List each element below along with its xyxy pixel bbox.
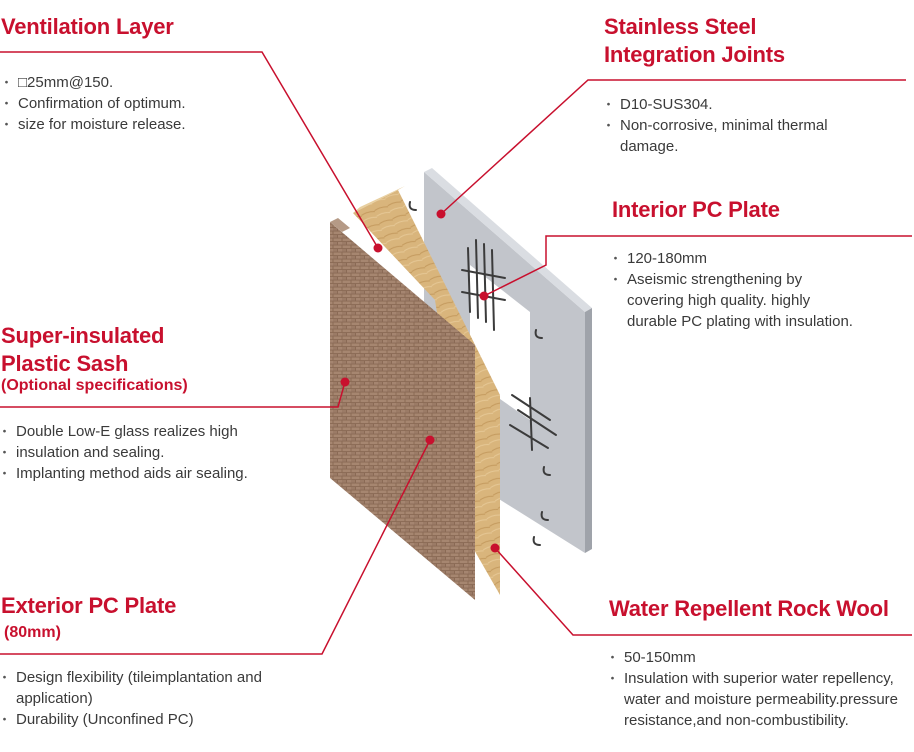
- exterior-plate-subtitle: (80mm): [4, 624, 61, 641]
- sash-title-line1: Super-insulated: [1, 323, 165, 348]
- exterior-pc-plate: [330, 218, 475, 600]
- list-item: Double Low-E glass realizes high: [0, 421, 291, 442]
- list-item: insulation and sealing.: [0, 442, 291, 463]
- joints-title: Stainless Steel Integration Joints: [604, 13, 785, 69]
- sash-bullets: Double Low-E glass realizes high insulat…: [0, 421, 291, 484]
- list-item: Confirmation of optimum.: [0, 93, 263, 114]
- sash-subtitle: (Optional specifications): [1, 377, 188, 394]
- ventilation-layer-title: Ventilation Layer: [1, 14, 174, 39]
- ventilation-layer-bullets: □25mm@150. Confirmation of optimum. size…: [0, 72, 263, 135]
- leader-lines: [0, 51, 912, 655]
- list-item: □25mm@150.: [0, 72, 263, 93]
- joints-bullets: D10-SUS304. Non-corrosive, minimal therm…: [602, 94, 890, 157]
- interior-plate-title: Interior PC Plate: [612, 197, 780, 222]
- exterior-plate-bullets: Design flexibility (tileimplantation and…: [0, 667, 291, 730]
- list-item: Design flexibility (tileimplantation and…: [0, 667, 291, 709]
- list-item: D10-SUS304.: [602, 94, 890, 115]
- sash-title: Super-insulated Plastic Sash: [1, 322, 164, 378]
- rock-wool-bullets: 50-150mm Insulation with superior water …: [606, 647, 899, 731]
- leader-dots: [340, 209, 500, 553]
- rock-wool-title: Water Repellent Rock Wool: [609, 596, 889, 621]
- list-item: 50-150mm: [606, 647, 899, 668]
- list-item: Aseismic strengthening by covering high …: [609, 269, 862, 332]
- exterior-plate-title: Exterior PC Plate: [1, 593, 177, 618]
- list-item: Implanting method aids air sealing.: [0, 463, 291, 484]
- list-item: size for moisture release.: [0, 114, 263, 135]
- list-item: Insulation with superior water repellenc…: [606, 668, 899, 731]
- list-item: Durability (Unconfined PC): [0, 709, 291, 730]
- list-item: Non-corrosive, minimal thermal damage.: [602, 115, 890, 157]
- interior-plate-bullets: 120-180mm Aseismic strengthening by cove…: [609, 248, 862, 332]
- joints-title-line2: Integration Joints: [604, 42, 785, 67]
- joints-title-line1: Stainless Steel: [604, 14, 757, 39]
- sash-title-line2: Plastic Sash: [1, 351, 129, 376]
- list-item: 120-180mm: [609, 248, 862, 269]
